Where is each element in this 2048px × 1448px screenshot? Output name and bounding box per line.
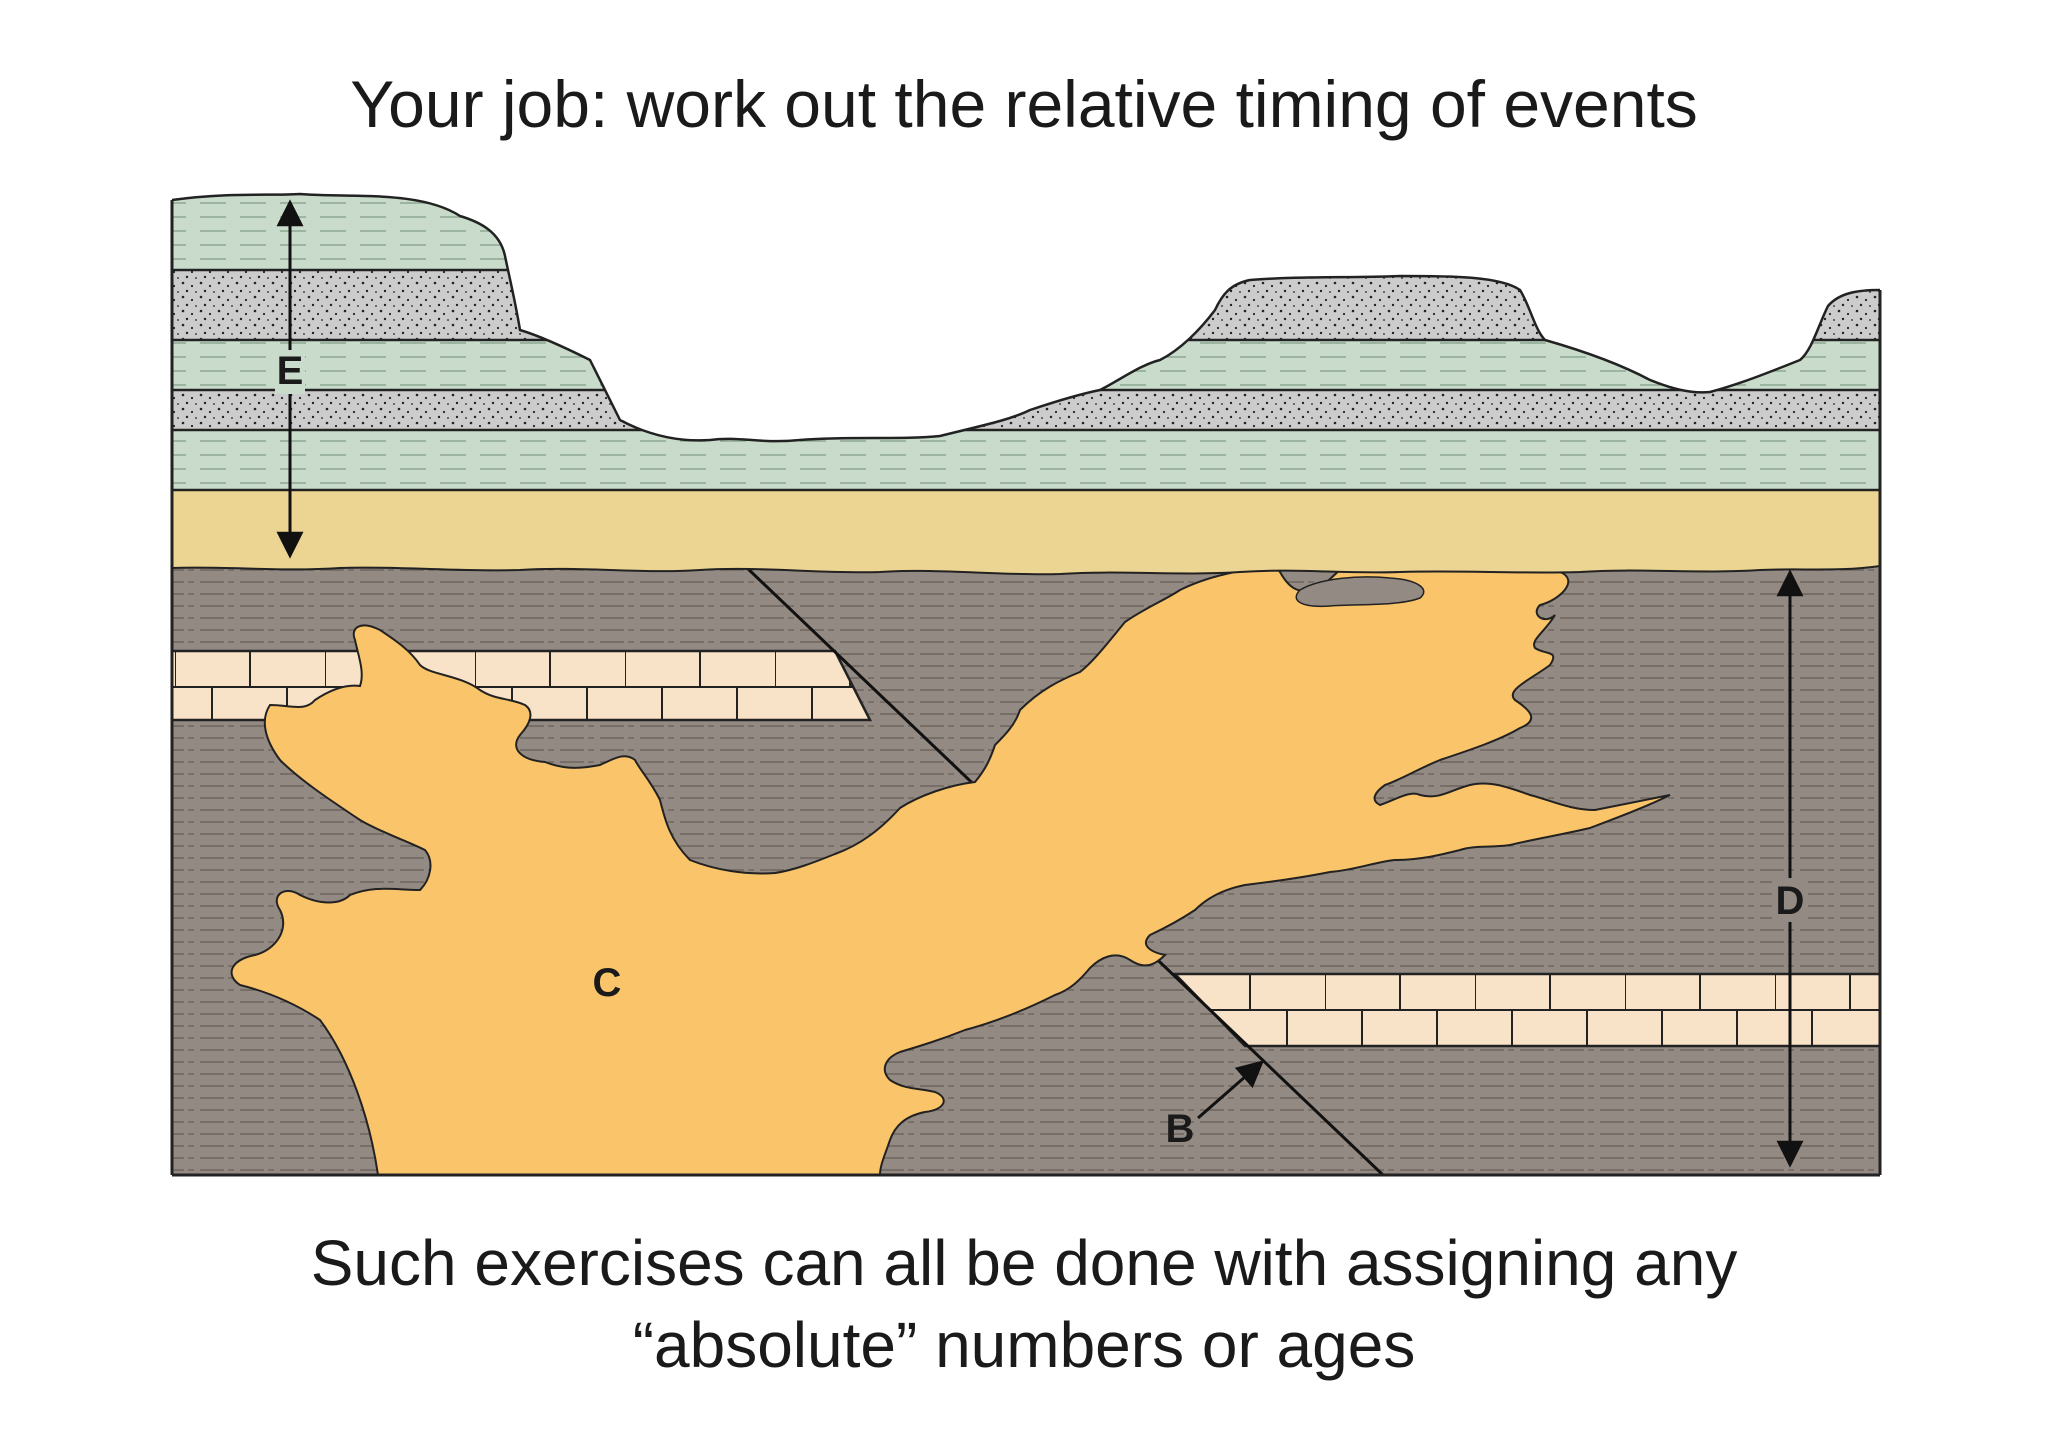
caption-line-1: Such exercises can all be done with assi… [310, 1227, 1738, 1299]
label-b: B [1166, 1107, 1195, 1151]
arrow-b [1197, 1060, 1265, 1120]
topographic-surface [171, 192, 1881, 443]
label-d: D [1776, 879, 1805, 923]
slide-caption: Such exercises can all be done with assi… [0, 1222, 2048, 1386]
label-e: E [277, 349, 304, 393]
caption-line-2: “absolute” numbers or ages [632, 1309, 1416, 1381]
label-c: C [593, 961, 622, 1005]
intrusion-inclusion [1295, 576, 1425, 608]
unconformity-sandstone [171, 489, 1881, 576]
limestone-bed-lower [1172, 972, 1882, 1048]
slide-title: Your job: work out the relative timing o… [350, 67, 1698, 141]
unit-e-strata [172, 194, 1880, 492]
